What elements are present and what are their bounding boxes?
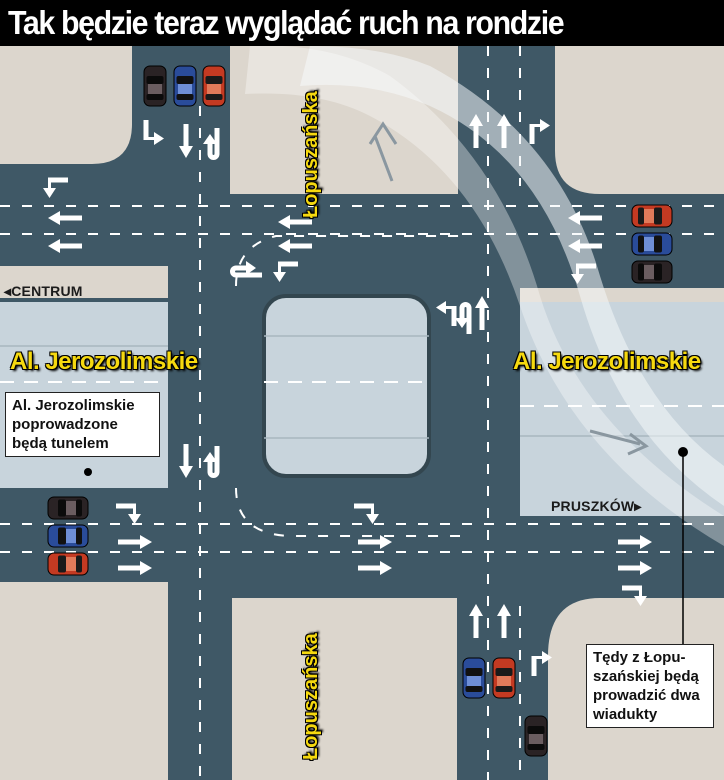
lane-markings <box>0 46 724 780</box>
direction-pruszkow: PRUSZKÓW▸ <box>551 498 642 514</box>
viaduct-inner <box>245 46 724 546</box>
callout-viaducts: Tędy z Łopu- szańskiej będą prowadzić dw… <box>586 644 714 728</box>
triangle-right-icon: ▸ <box>634 498 642 514</box>
block-bottom-left <box>0 582 168 780</box>
viaduct-direction-arrow <box>368 121 398 182</box>
title-bar: Tak będzie teraz wyglądać ruch na rondzi… <box>0 0 724 46</box>
street-label-jerozolimskie-right: Al. Jerozolimskie <box>513 348 701 375</box>
page-title: Tak będzie teraz wyglądać ruch na rondzi… <box>8 4 565 41</box>
direction-centrum: ◂CENTRUM <box>4 283 83 299</box>
street-label-lopuszanska-top: Łopuszańska <box>300 91 322 218</box>
map-drawing <box>0 46 724 780</box>
roundabout-center <box>262 294 431 478</box>
tunnel-pointer-dot <box>84 468 92 476</box>
intersection-map: Al. Jerozolimskie Al. Jerozolimskie Łopu… <box>0 46 724 780</box>
viaduct-outer <box>300 46 724 506</box>
triangle-left-icon: ◂ <box>4 283 12 299</box>
block-top-right <box>555 46 724 194</box>
block-left-strip <box>0 266 168 298</box>
block-top-left <box>0 46 132 164</box>
block-bottom-middle <box>232 598 457 780</box>
street-label-jerozolimskie-left: Al. Jerozolimskie <box>10 348 198 375</box>
street-label-lopuszanska-bottom: Łopuszańska <box>300 633 322 760</box>
callout-tunnel: Al. Jerozolimskie poprowadzone będą tune… <box>5 392 160 457</box>
